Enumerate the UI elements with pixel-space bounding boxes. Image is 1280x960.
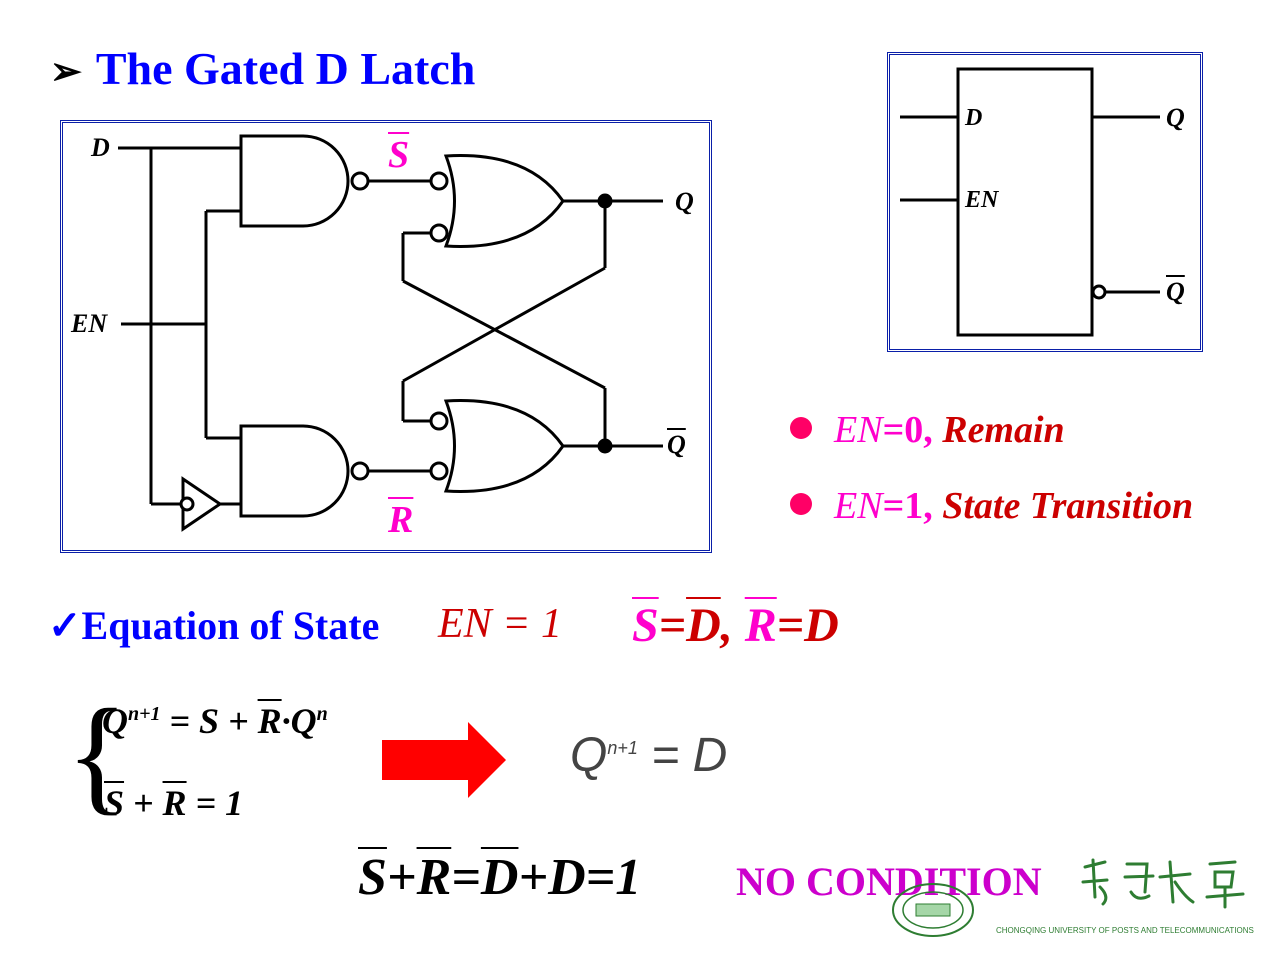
no-condition-note: NO CONDITION [736, 859, 1042, 904]
latch-circuit-diagram [118, 134, 663, 532]
latch-symbol-diagram [900, 67, 1160, 337]
bottom-d2: D [548, 849, 586, 906]
page-title: ➢ The Gated D Latch [50, 42, 475, 95]
bullet-en-0: EN=0, Remain [790, 408, 1065, 452]
sys-sup2: n [316, 703, 328, 725]
result-q: Q [570, 729, 608, 782]
sub-eq1: = [658, 599, 687, 652]
result-rhs: = D [637, 729, 728, 782]
s-bar-label: S [388, 134, 410, 176]
equation-heading-label: Equation of State [81, 603, 380, 648]
nand-gate-bottom [239, 424, 350, 518]
output-q-label: Q [675, 187, 694, 216]
sub-s-bar: S [632, 599, 659, 652]
bullet-value: =0, [882, 409, 933, 451]
sub-r-bar: R [744, 599, 777, 652]
sys2-sbar: S [104, 783, 125, 823]
sys-q: Q [102, 701, 128, 741]
bullet-en-1: EN=1, State Transition [790, 484, 1193, 528]
sys-sup: n+1 [128, 703, 161, 725]
bottom-plus2: + [518, 849, 549, 906]
sys-rhs-b: ·Q [281, 701, 317, 741]
sub-d-bar: D [686, 599, 721, 652]
or-gate-top [443, 154, 565, 248]
nand-gate-top [239, 134, 350, 228]
bullet-dot-icon [790, 417, 812, 440]
result-equation: Qn+1 = D [570, 728, 727, 783]
or-gate-bottom [443, 399, 565, 493]
title-bullet-icon: ➢ [50, 51, 82, 93]
input-en-label: EN [71, 309, 108, 338]
bottom-plus1: + [386, 849, 417, 906]
sys2-rhs: = 1 [186, 783, 244, 823]
bullet-dot-icon [790, 493, 812, 516]
latch-circuit-frame: D EN Q Q S R [60, 120, 712, 553]
bullet-text: Remain [942, 409, 1065, 451]
condition-text: EN = 1 [438, 601, 563, 647]
bullet-text: State Transition [942, 485, 1194, 527]
latch-symbol-frame: D EN Q Q [887, 52, 1203, 352]
symbol-pin-en: EN [965, 187, 999, 213]
bullet-value: =1, [882, 485, 933, 527]
equation-heading: ✓Equation of State [48, 602, 379, 649]
symbol-out-qbar: Q [1166, 277, 1185, 306]
system-line-2: S + R = 1 [104, 782, 243, 824]
sub-comma: , [720, 599, 733, 652]
symbol-out-q: Q [1166, 103, 1185, 132]
bullet-var: EN [834, 485, 883, 527]
result-sup: n+1 [607, 738, 638, 758]
university-caption: CHONGQING UNIVERSITY OF POSTS AND TELECO… [996, 926, 1254, 935]
bottom-d1: D [480, 849, 519, 906]
bottom-expression: S+R=D+D=1 [358, 848, 641, 907]
sub-eq2: =D [776, 599, 839, 652]
bottom-eq: = [451, 849, 481, 906]
title-text: The Gated D Latch [95, 43, 476, 94]
bottom-s: S [358, 849, 387, 906]
check-icon: ✓ [48, 603, 82, 648]
r-bar-label: R [388, 499, 414, 541]
sys-rhs-a: = S + [160, 701, 258, 741]
university-calligraphy-logo [1081, 858, 1245, 909]
right-arrow-icon [382, 722, 506, 798]
university-seal-logo [892, 883, 974, 937]
sys2-rbar: R [162, 783, 187, 823]
bottom-r: R [416, 849, 452, 906]
bullet-var: EN [834, 409, 883, 451]
symbol-pin-d: D [965, 105, 983, 131]
system-line-1: Qn+1 = S + R·Qn [102, 700, 328, 742]
substitution-expression: S=D, R=D [632, 598, 839, 653]
sys-rbar: R [257, 701, 282, 741]
brace-icon: { [66, 683, 129, 827]
sys2-plus: + [124, 783, 163, 823]
output-qbar-label: Q [667, 430, 686, 459]
bottom-one: =1 [585, 849, 642, 906]
input-d-label: D [91, 133, 110, 162]
